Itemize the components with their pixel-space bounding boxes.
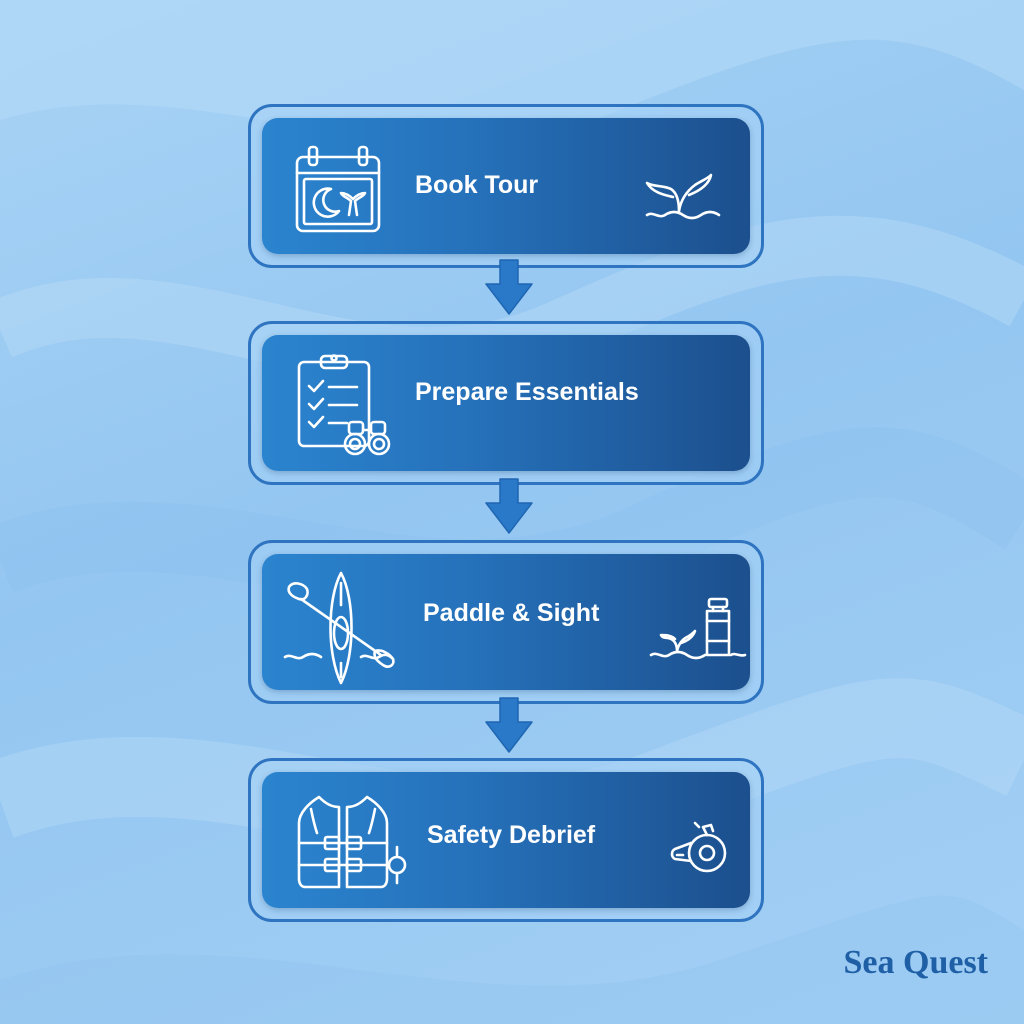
arrow-down-icon — [485, 478, 533, 534]
checklist-clipboard-binoculars-icon — [295, 352, 395, 456]
step-card-safety-debrief[interactable]: Safety Debrief — [248, 758, 764, 922]
step-card-inner — [262, 335, 750, 471]
calendar-moon-whale-tail-icon — [293, 145, 385, 237]
step-label: Book Tour — [415, 171, 539, 199]
step-card-book-tour[interactable]: Book Tour — [248, 104, 764, 268]
water-bottle-whale-tail-icon — [649, 597, 747, 663]
whale-tail-waves-icon — [643, 171, 723, 221]
step-card-paddle-sight[interactable]: Paddle & Sight — [248, 540, 764, 704]
life-vest-icon — [297, 793, 409, 891]
step-label: Paddle & Sight — [423, 599, 600, 627]
step-label: Safety Debrief — [427, 821, 596, 849]
whistle-icon — [669, 821, 731, 877]
arrow-down-icon — [485, 697, 533, 753]
brand-logo-text: Sea Quest — [843, 944, 989, 981]
kayak-paddle-icon — [283, 569, 399, 687]
step-card-inner — [262, 772, 750, 908]
step-label: Prepare Essentials — [415, 378, 639, 406]
arrow-down-icon — [485, 259, 533, 315]
step-card-prepare-essentials[interactable]: Prepare Essentials — [248, 321, 764, 485]
